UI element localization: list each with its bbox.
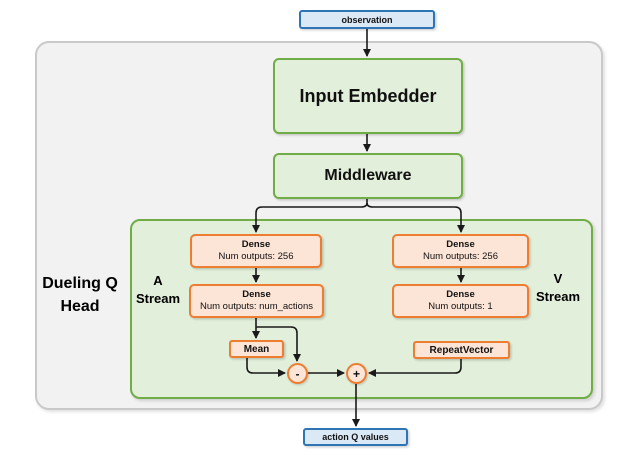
v-stream-label-line1: V: [553, 271, 563, 286]
dueling-q-head-label-line2: Head: [60, 298, 100, 316]
dueling-q-head-label: Dueling Q Head: [25, 272, 135, 318]
repeat-vector-node: RepeatVector: [413, 341, 510, 359]
input-embedder-node: Input Embedder: [273, 58, 463, 134]
dense-title: Dense: [242, 288, 271, 300]
dense-a-stream-1-node: Dense Num outputs: 256: [190, 234, 322, 268]
dense-subtitle: Num outputs: num_actions: [199, 301, 313, 312]
dense-v-stream-1-node: Dense Num outputs: 256: [392, 234, 529, 268]
add-operator-node: +: [346, 363, 367, 384]
observation-node: observation: [299, 10, 435, 29]
v-stream-label: V Stream: [529, 270, 587, 306]
dense-title: Dense: [446, 238, 475, 250]
dense-subtitle: Num outputs: 1: [428, 301, 493, 312]
dense-v-stream-2-node: Dense Num outputs: 1: [392, 284, 529, 318]
dense-subtitle: Num outputs: 256: [423, 251, 498, 262]
a-stream-label-line2: Stream: [135, 291, 181, 307]
dense-title: Dense: [446, 288, 475, 300]
v-stream-label-line2: Stream: [535, 289, 581, 305]
dense-a-stream-2-node: Dense Num outputs: num_actions: [189, 284, 324, 318]
subtract-operator-node: -: [287, 363, 308, 384]
action-q-values-node: action Q values: [303, 428, 408, 446]
dense-subtitle: Num outputs: 256: [218, 251, 294, 262]
a-stream-label-line1: A: [153, 273, 163, 288]
dense-title: Dense: [241, 238, 271, 250]
dueling-q-head-label-line1: Dueling Q: [42, 275, 118, 292]
middleware-node: Middleware: [273, 153, 463, 199]
a-stream-label: A Stream: [129, 272, 187, 308]
mean-node: Mean: [229, 340, 284, 358]
